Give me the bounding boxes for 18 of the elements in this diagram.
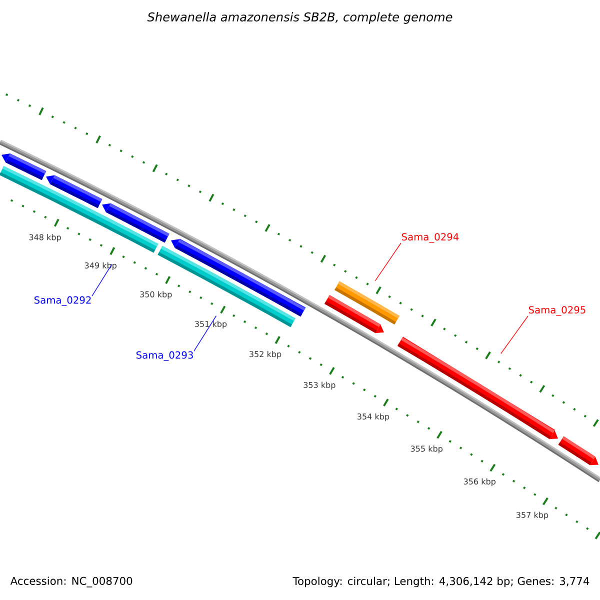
scale-label: 356 kbp [464,478,496,486]
leader-line [500,316,528,354]
leader-line [194,315,217,352]
footer-text: Accession: NC_008700 [10,576,132,588]
footer-text: Topology: circular; Length: 4,306,142 bp; Genes: 3,774 [292,576,590,588]
scale-label: 357 kbp [516,512,548,520]
leader-line [92,264,112,296]
gene-feature [397,336,558,440]
scale-label: 352 kbp [250,350,282,359]
title: Shewanella amazonensis SB2B, complete genome [147,12,452,24]
scale-label: 348 kbp [29,234,61,242]
scale-label: 353 kbp [304,382,336,390]
leader-line [374,242,402,282]
gene-label: Sama_0295 [528,306,586,316]
scale-label: 351 kbp [195,320,227,328]
gene-label: Sama_0293 [136,351,193,361]
gene-label: Sama_0294 [402,233,459,243]
gene-label: Sama_0292 [34,296,91,306]
